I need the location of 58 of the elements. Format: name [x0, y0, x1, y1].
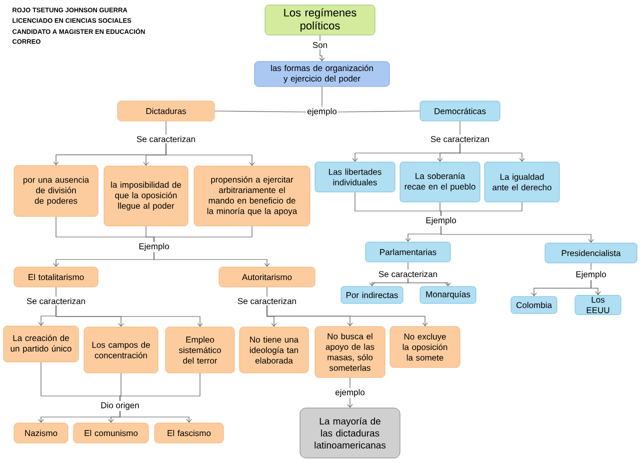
concept-box: El totalitarismo	[14, 266, 98, 288]
concept-box: propensión a ejercitar arbitrariamente el mando en beneficio de la minoría que la apoya	[194, 166, 310, 226]
concept-box: Por indirectas	[340, 286, 404, 304]
concept-box: La creación de un partido único	[3, 326, 79, 362]
linking-phrase: Son	[311, 41, 329, 49]
linking-phrase: Se caracterizan	[25, 296, 87, 306]
connector	[590, 262, 592, 270]
connector	[266, 286, 268, 297]
linking-phrase: Se caracterizan	[429, 134, 491, 144]
concept-box: Empleo sistemático del terror	[165, 326, 235, 374]
concept-box: Monarquías	[420, 286, 476, 304]
connector	[120, 372, 200, 402]
connector	[56, 305, 203, 327]
concept-box: Nazismo	[14, 422, 68, 444]
linking-phrase: Ejemplo	[574, 270, 608, 280]
concept-box: por una ausencia de división de poderes	[14, 165, 98, 217]
connector	[214, 110, 306, 112]
connector	[460, 143, 525, 162]
connector	[440, 226, 594, 243]
title-box: Los regímenes políticos	[264, 4, 376, 36]
concept-box: No tiene una ideología tan elaborada	[239, 326, 309, 374]
concept-box: La igualdad ante el derecho	[484, 162, 560, 202]
connector	[266, 305, 428, 326]
concept-box: No busca el apoyo de las masas, sólo someterlas	[314, 326, 386, 378]
linking-phrase: Dio origen	[100, 401, 140, 411]
concept-box: Parlamentarias	[365, 242, 451, 262]
concept-box: Los campos de concentración	[84, 326, 158, 374]
concept-box: Colombia	[510, 296, 558, 314]
linking-phrase: Ejemplo	[138, 242, 170, 252]
connector	[590, 280, 601, 296]
concept-box: Presidencialista	[544, 242, 638, 264]
connector	[347, 398, 353, 408]
concept-box: Autoritarismo	[218, 266, 316, 288]
connector	[154, 252, 270, 267]
concept-box: La soberanía recae en el pueblo	[400, 162, 480, 202]
concept-box: la imposibilidad de que la oposición llegue al poder	[104, 166, 188, 226]
connector	[319, 48, 325, 62]
linking-phrase: ejemplo	[334, 388, 366, 398]
linking-phrase: Se caracterizan	[236, 296, 298, 306]
concept-box: El comunismo	[73, 422, 149, 444]
concept-box: Las libertades individuales	[314, 162, 396, 192]
connector	[120, 410, 192, 423]
connector	[408, 278, 451, 286]
concept-box: El fascismo	[154, 422, 224, 444]
concept-box: Los EEUU	[574, 295, 622, 315]
concept-box: las formas de organización y ejercicio del poder	[254, 61, 390, 87]
concept-box: Democráticas	[420, 100, 500, 122]
linking-phrase: ejemplo	[306, 107, 338, 117]
connector	[338, 110, 420, 112]
connector	[440, 202, 522, 216]
linking-phrase: Ejemplo	[424, 216, 458, 226]
linking-phrase: Se caracterizan	[377, 270, 439, 278]
connector	[154, 226, 252, 242]
concept-box: Dictaduras	[117, 100, 215, 122]
concept-box: No excluye la oposición la somete	[390, 326, 460, 368]
connector	[166, 143, 255, 166]
concept-box: La mayoría de las dictaduras latinoamericanas	[300, 408, 400, 458]
linking-phrase: Se caracterizan	[135, 134, 197, 144]
